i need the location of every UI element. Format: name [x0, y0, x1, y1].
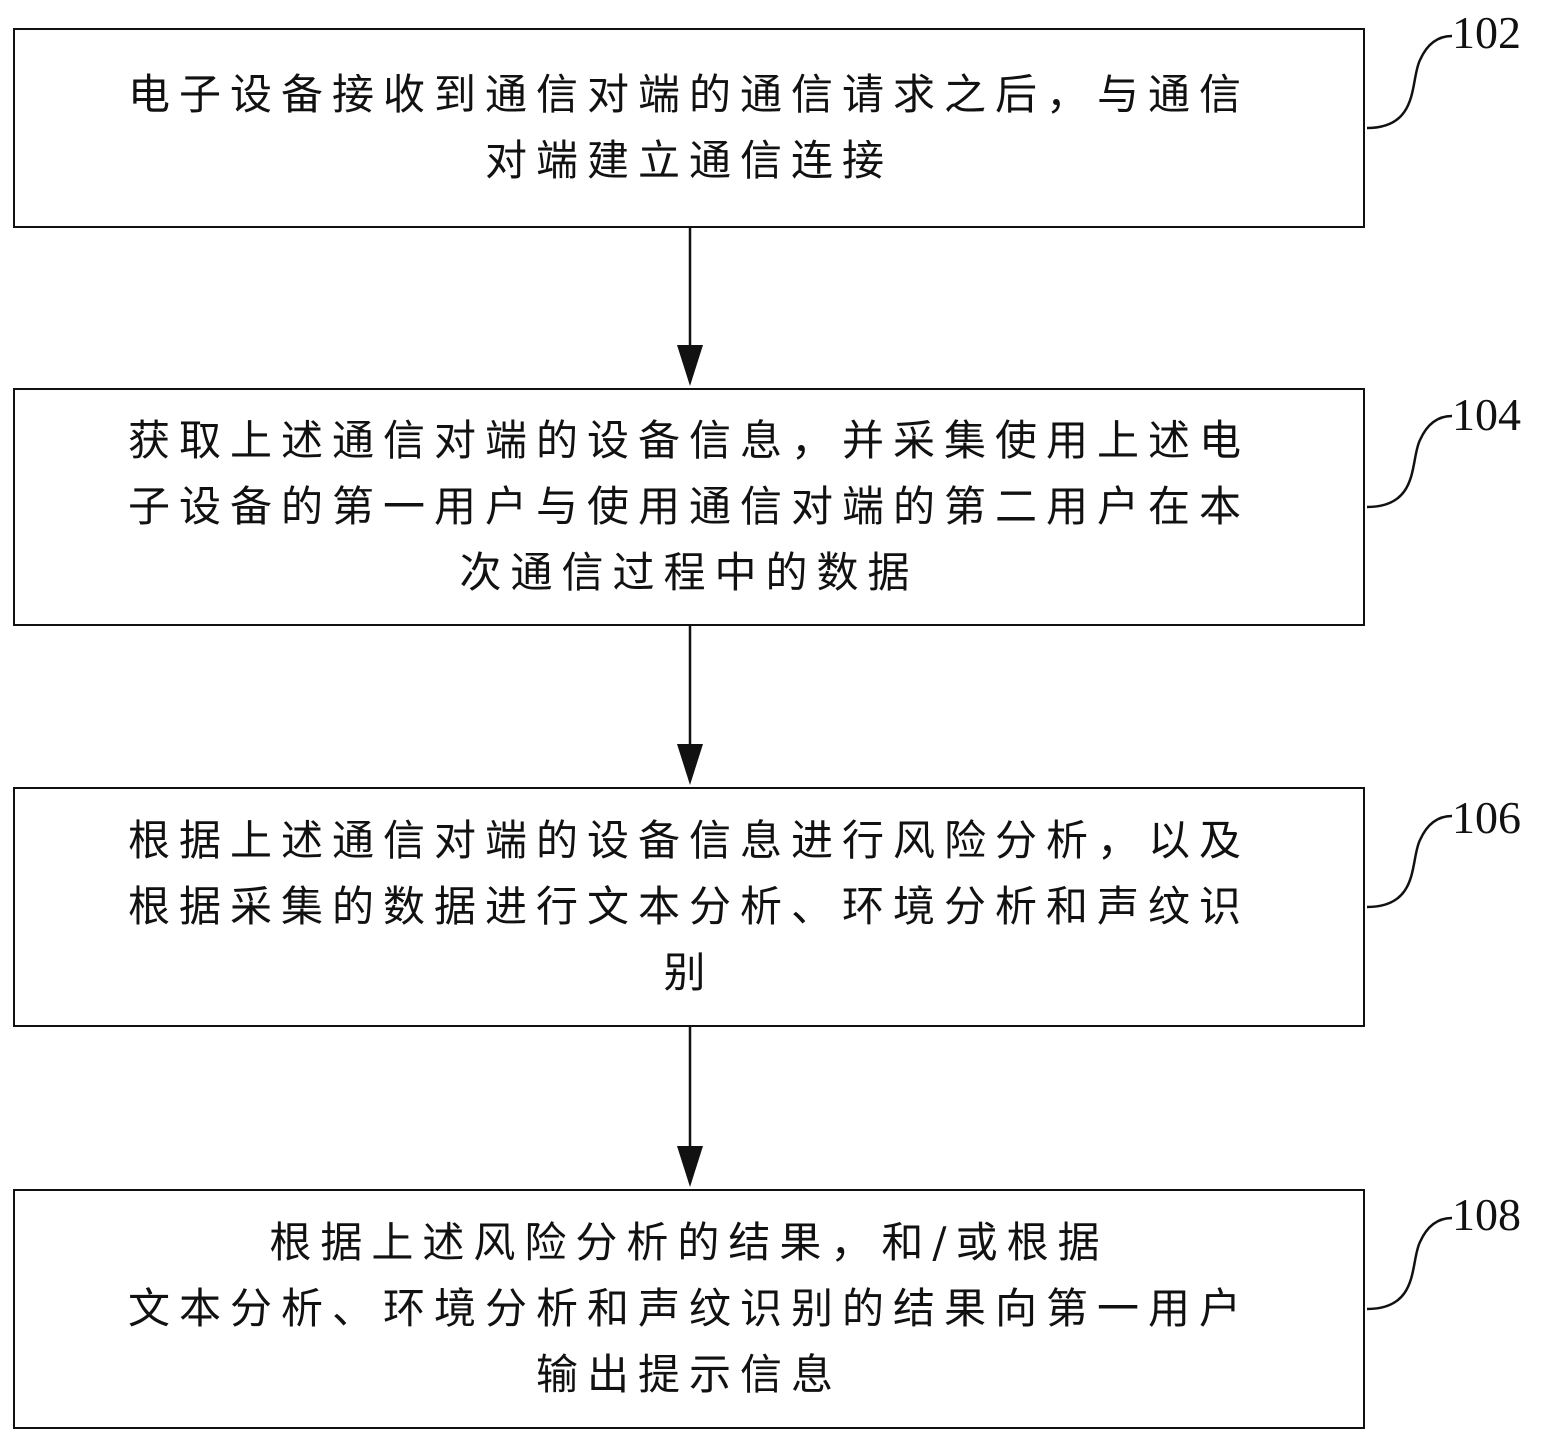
- step-box-102: 电子设备接收到通信对端的通信请求之后，与通信 对端建立通信连接: [13, 28, 1365, 228]
- step-104-line-2: 子设备的第一用户与使用通信对端的第二用户在本: [127, 482, 1250, 531]
- step-text-108: 根据上述风险分析的结果，和/或根据 文本分析、环境分析和声纹识别的结果向第一用户…: [15, 1210, 1363, 1408]
- step-ref-106: 106: [1452, 792, 1521, 843]
- arrow-106-to-108: [677, 1027, 703, 1187]
- step-box-106: 根据上述通信对端的设备信息进行风险分析，以及 根据采集的数据进行文本分析、环境分…: [13, 787, 1365, 1027]
- step-104-line-3: 次通信过程中的数据: [459, 548, 919, 597]
- step-ref-104: 104: [1452, 389, 1521, 440]
- step-108-line-3: 输出提示信息: [535, 1350, 842, 1399]
- step-106-line-2: 根据采集的数据进行文本分析、环境分析和声纹识: [127, 882, 1250, 931]
- step-102-line-1: 电子设备接收到通信对端的通信请求之后，与通信: [127, 70, 1250, 119]
- step-ref-108: 108: [1452, 1189, 1521, 1240]
- step-106-line-1: 根据上述通信对端的设备信息进行风险分析，以及: [127, 816, 1250, 865]
- step-text-106: 根据上述通信对端的设备信息进行风险分析，以及 根据采集的数据进行文本分析、环境分…: [15, 808, 1363, 1006]
- step-102-line-2: 对端建立通信连接: [484, 136, 893, 185]
- step-104-line-1: 获取上述通信对端的设备信息，并采集使用上述电: [127, 416, 1250, 465]
- leader-curve-104: [1366, 414, 1453, 509]
- step-ref-102: 102: [1452, 7, 1521, 58]
- leader-curve-102: [1366, 34, 1453, 130]
- leader-curve-106: [1366, 814, 1453, 909]
- arrow-102-to-104: [677, 228, 703, 386]
- step-108-line-2: 文本分析、环境分析和声纹识别的结果向第一用户: [127, 1284, 1250, 1333]
- arrow-104-to-106: [677, 626, 703, 785]
- step-text-104: 获取上述通信对端的设备信息，并采集使用上述电 子设备的第一用户与使用通信对端的第…: [15, 408, 1363, 606]
- step-text-102: 电子设备接收到通信对端的通信请求之后，与通信 对端建立通信连接: [15, 62, 1363, 194]
- step-108-line-1: 根据上述风险分析的结果，和/或根据: [269, 1218, 1109, 1267]
- step-106-line-3: 别: [663, 948, 715, 997]
- step-box-108: 根据上述风险分析的结果，和/或根据 文本分析、环境分析和声纹识别的结果向第一用户…: [13, 1189, 1365, 1429]
- step-box-104: 获取上述通信对端的设备信息，并采集使用上述电 子设备的第一用户与使用通信对端的第…: [13, 388, 1365, 626]
- leader-curve-108: [1366, 1216, 1453, 1311]
